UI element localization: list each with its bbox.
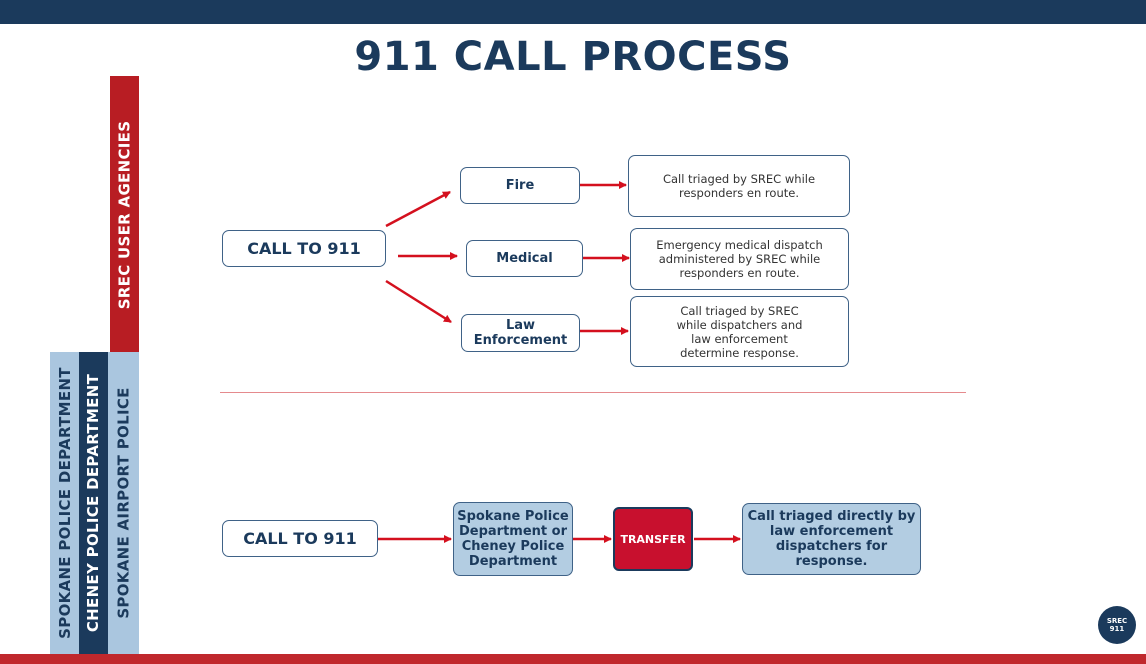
srec-user-agencies-bar: SREC USER AGENCIES	[110, 76, 139, 353]
medical-description-box: Emergency medical dispatch administered …	[630, 228, 849, 290]
call-to-911-lower-label: CALL TO 911	[243, 529, 357, 548]
law-desc-line3: law enforcement	[691, 331, 788, 346]
bottom-banner	[0, 654, 1146, 664]
law-desc-line4: determine response.	[680, 345, 799, 360]
medical-label: Medical	[496, 251, 553, 266]
medical-desc-line3: responders en route.	[679, 266, 800, 280]
call-to-911-label: CALL TO 911	[247, 239, 361, 258]
dept-line3: Cheney Police	[461, 539, 565, 554]
fire-desc-line2: responders en route.	[679, 186, 799, 200]
law-desc-line2: while dispatchers and	[676, 317, 803, 332]
law-label-line2: Enforcement	[473, 333, 568, 348]
medical-box: Medical	[466, 240, 583, 277]
spokane-airport-bar: SPOKANE AIRPORT POLICE	[108, 352, 139, 654]
top-banner	[0, 0, 1146, 24]
result-line2: law enforcement	[769, 524, 894, 539]
dept-line1: Spokane Police	[457, 509, 569, 524]
spokane-police-bar: SPOKANE POLICE DEPARTMENT	[50, 352, 79, 654]
arrow-call-to-fire	[385, 190, 451, 228]
call-to-911-box: CALL TO 911	[222, 230, 386, 267]
fire-description-box: Call triaged by SREC while responders en…	[628, 155, 850, 217]
srec-logo: SREC 911	[1098, 606, 1136, 644]
dept-line2: Department or	[458, 524, 567, 539]
law-enforcement-box: Law Enforcement	[461, 314, 580, 352]
medical-desc-line1: Emergency medical dispatch	[656, 238, 823, 252]
fire-label: Fire	[505, 178, 535, 193]
result-box: Call triaged directly by law enforcement…	[742, 503, 921, 575]
cheney-police-bar: CHENEY POLICE DEPARTMENT	[79, 352, 108, 654]
fire-box: Fire	[460, 167, 580, 204]
dept-line4: Department	[468, 554, 558, 569]
law-label-line1: Law	[505, 318, 536, 333]
call-to-911-lower-box: CALL TO 911	[222, 520, 378, 557]
result-line1: Call triaged directly by	[747, 509, 916, 524]
medical-desc-line2: administered by SREC while	[658, 252, 821, 266]
result-line3: dispatchers for response.	[775, 539, 888, 569]
law-description-box: Call triaged by SREC while dispatchers a…	[630, 296, 849, 367]
page-title: 911 CALL PROCESS	[354, 34, 792, 80]
transfer-box: TRANSFER	[613, 507, 693, 571]
logo-line2: 911	[1109, 625, 1125, 633]
transfer-label: TRANSFER	[620, 532, 686, 546]
section-divider	[220, 392, 966, 393]
fire-desc-line1: Call triaged by SREC while	[662, 172, 816, 186]
logo-line1: SREC	[1106, 617, 1128, 625]
law-desc-line1: Call triaged by SREC	[680, 303, 799, 318]
police-department-box: Spokane Police Department or Cheney Poli…	[453, 502, 573, 576]
arrow-call-to-law	[385, 279, 452, 324]
